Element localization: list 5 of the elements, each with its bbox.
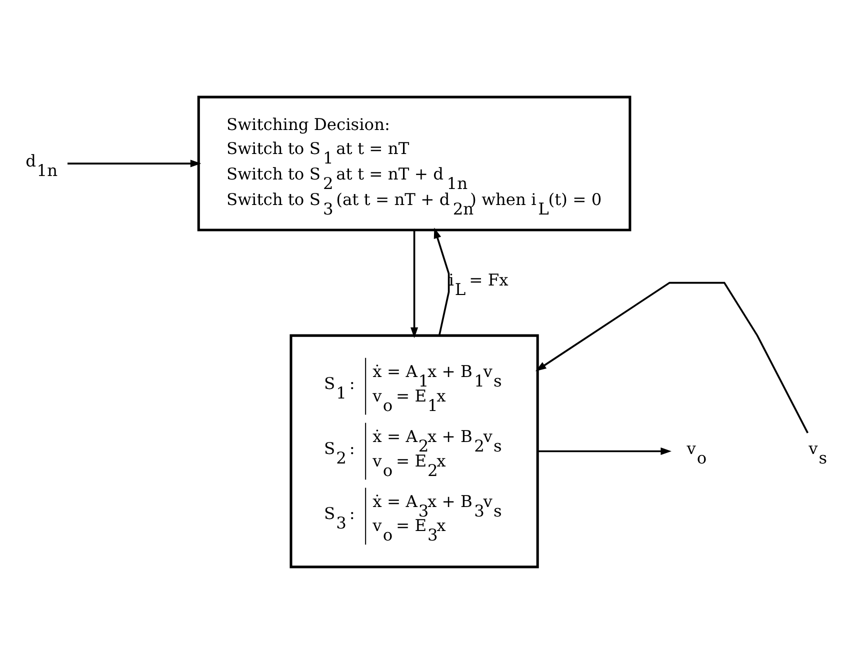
arrow — [68, 159, 202, 167]
arrow — [538, 446, 672, 455]
arrow — [410, 230, 418, 338]
arrow — [434, 227, 450, 335]
arrow — [536, 281, 809, 433]
